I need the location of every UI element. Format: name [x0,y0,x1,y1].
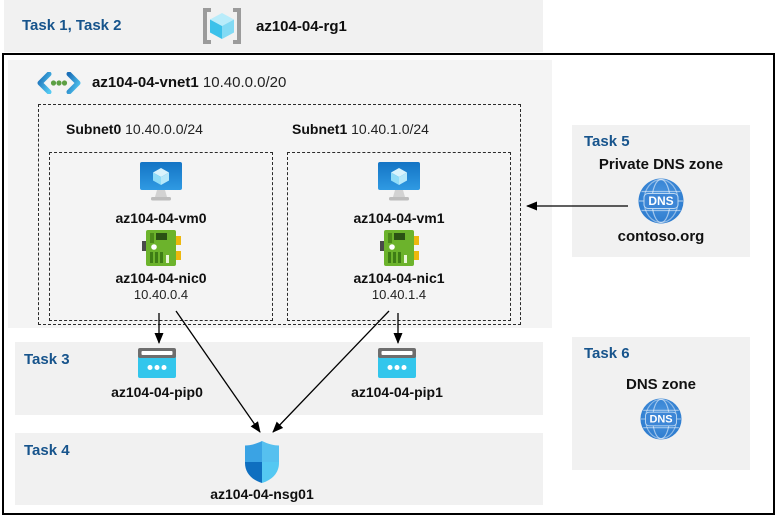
private-dns-icon: DNS [638,178,684,224]
subnet0-name: Subnet0 [66,121,122,137]
vm0-icon [139,161,183,203]
subnet0-cidr: 10.40.0.0/24 [125,121,203,137]
virtual-network-icon [36,72,82,94]
task6-box: Task 6 DNS zone DNS [572,337,750,470]
subnet0-title: Subnet0 10.40.0.0/24 [66,121,203,137]
pip1-label: az104-04-pip1 [351,384,443,400]
nsg-shield-icon [245,441,279,483]
dns-zone-title: DNS zone [625,376,696,393]
pip0-label: az104-04-pip0 [111,384,203,400]
private-dns-icon-text: DNS [648,194,673,208]
task1-2-label: Task 1, Task 2 [22,17,122,34]
private-dns-zone-name: contoso.org [617,228,705,245]
dns-zone-icon-text: DNS [649,414,672,426]
task6-label: Task 6 [584,345,630,362]
task3-band [15,342,543,415]
task1-2-band: Task 1, Task 2 az104-04-rg1 [4,0,543,52]
nsg-label: az104-04-nsg01 [210,486,314,502]
pip1-group: az104-04-pip1 [337,348,457,400]
nic0-label: az104-04-nic0 [115,270,207,286]
subnet1-title: Subnet1 10.40.1.0/24 [292,121,429,137]
task4-band [15,433,543,505]
nic1-ip: 10.40.1.4 [371,287,427,302]
task5-label: Task 5 [584,133,630,150]
subnet0-box: az104-04-vm0 az104-04-nic0 10.40.0.4 [49,152,273,321]
task3-label: Task 3 [24,351,70,368]
vm1-icon [377,161,421,203]
subnet1-cidr: 10.40.1.0/24 [351,121,429,137]
vm1-label: az104-04-vm1 [353,210,445,226]
nic1-label: az104-04-nic1 [353,270,445,286]
task5-box: Task 5 Private DNS zone DNS contoso.org [572,125,750,257]
task4-label: Task 4 [24,442,70,459]
pip0-icon [138,348,176,378]
nic0-icon [141,228,181,268]
diagram-frame [2,53,775,515]
vnet-cidr: 10.40.0.0/20 [202,74,287,91]
nic1-icon [379,228,419,268]
vnet-name: az104-04-vnet1 [92,74,199,91]
subnet1-name: Subnet1 [292,121,348,137]
vm0-label: az104-04-vm0 [115,210,207,226]
resource-group-icon [200,7,244,45]
vnet-title: az104-04-vnet1 10.40.0.0/20 [92,74,286,91]
private-dns-zone-title: Private DNS zone [598,156,724,173]
dns-zone-icon: DNS [640,398,682,440]
nsg-group: az104-04-nsg01 [200,441,324,502]
pip0-group: az104-04-pip0 [97,348,217,400]
resource-group-name: az104-04-rg1 [256,18,347,35]
nic0-ip: 10.40.0.4 [133,287,189,302]
pip1-icon [378,348,416,378]
subnet1-box: az104-04-vm1 az104-04-nic1 10.40.1.4 [287,152,511,321]
